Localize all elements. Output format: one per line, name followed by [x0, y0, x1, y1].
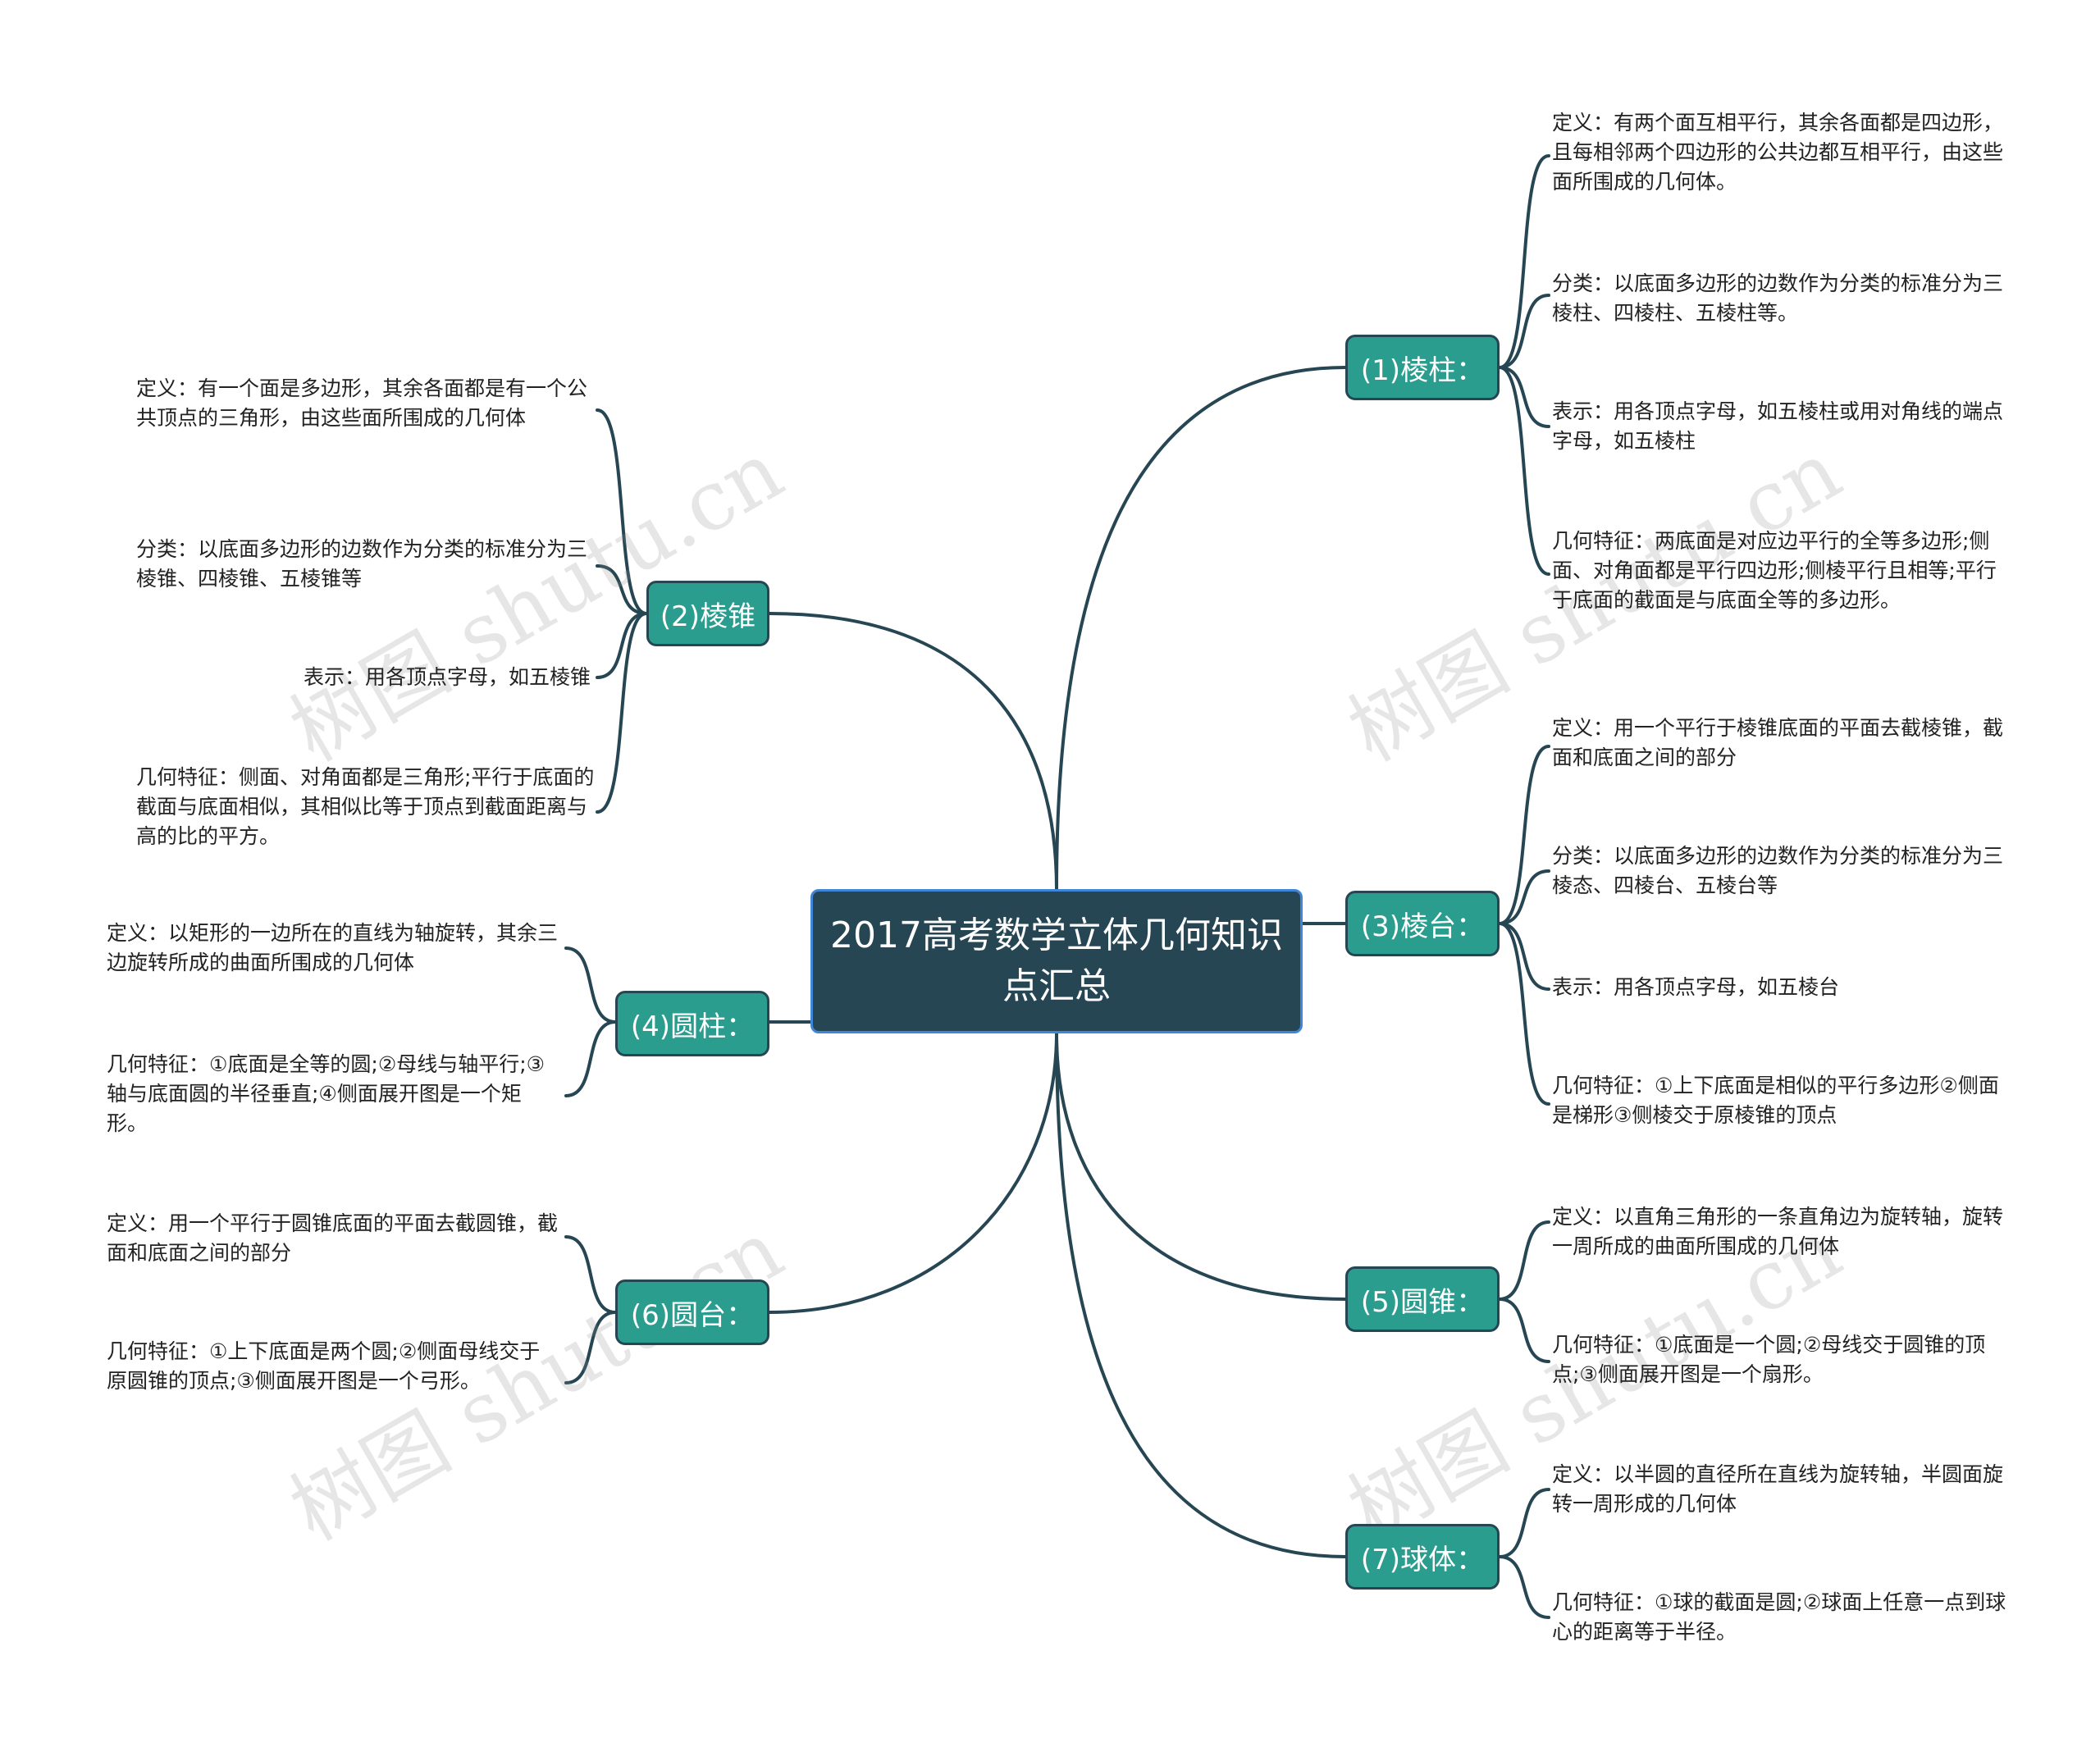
- branch-pyramid[interactable]: (2)棱锥: [646, 581, 769, 646]
- leaf-cone-definition: 定义：以直角三角形的一条直角边为旋转轴，旋转一周所成的曲面所围成的几何体: [1552, 1205, 2004, 1258]
- link-cone-leaf-0: [1498, 1220, 1550, 1301]
- link-cylinder-leaf-0: [564, 946, 617, 1024]
- link-root-sphere: [1055, 1032, 1347, 1558]
- link-frustum-leaf-2: [1498, 922, 1550, 991]
- leaf-cylinder-features: 几何特征：①底面是全等的圆;②母线与轴平行;③轴与底面圆的半径垂直;④侧面展开图…: [107, 1052, 546, 1135]
- leaf-pyramid-features: 几何特征：侧面、对角面都是三角形;平行于底面的截面与底面相似，其相似比等于顶点到…: [136, 765, 595, 848]
- link-prism-leaf-2: [1498, 366, 1550, 428]
- branch-frustum[interactable]: (3)棱台：: [1345, 891, 1500, 956]
- link-frustum-leaf-0: [1498, 745, 1550, 925]
- link-root-pyramid: [768, 612, 1058, 891]
- link-frustum-leaf-3: [1498, 922, 1550, 1106]
- leaf-cylinder-definition: 定义：以矩形的一边所在的直线为轴旋转，其余三边旋转所成的曲面所围成的几何体: [107, 921, 559, 974]
- leaf-sphere-definition: 定义：以半圆的直径所在直线为旋转轴，半圆面旋转一周形成的几何体: [1552, 1462, 2004, 1516]
- link-root-prism: [1055, 366, 1347, 891]
- branch-cone[interactable]: (5)圆锥：: [1345, 1266, 1500, 1332]
- branch-prism-label: (1)棱柱：: [1360, 354, 1485, 387]
- link-pyramid-leaf-0: [596, 408, 648, 615]
- branch-sphere[interactable]: (7)球体：: [1345, 1524, 1500, 1590]
- link-sphere-leaf-1: [1498, 1555, 1550, 1619]
- branch-cylinder[interactable]: (4)圆柱：: [615, 991, 769, 1056]
- link-prism-leaf-1: [1498, 294, 1550, 369]
- branch-pyramid-label: (2)棱锥: [660, 600, 756, 633]
- branch-cylinder-label: (4)圆柱：: [630, 1010, 755, 1043]
- link-root-cone-frustum: [768, 1032, 1058, 1314]
- leaf-frustum-features: 几何特征：①上下底面是相似的平行多边形②侧面是梯形③侧棱交于原棱锥的顶点: [1552, 1074, 1999, 1127]
- link-pyramid-leaf-1: [596, 564, 648, 615]
- leaf-frustum-classification: 分类：以底面多边形的边数作为分类的标准分为三棱态、四棱台、五棱台等: [1552, 844, 2004, 897]
- branch-cone-frustum[interactable]: (6)圆台：: [615, 1279, 769, 1345]
- branch-prism[interactable]: (1)棱柱：: [1345, 335, 1500, 400]
- branch-cone-label: (5)圆锥：: [1360, 1285, 1485, 1319]
- leaf-prism-classification: 分类：以底面多边形的边数作为分类的标准分为三棱柱、四棱柱、五棱柱等。: [1552, 271, 2004, 325]
- link-root-cone: [1055, 1032, 1347, 1301]
- leaf-cone-frustum-features: 几何特征：①上下底面是两个圆;②侧面母线交于原圆锥的顶点;③侧面展开图是一个弓形…: [107, 1339, 541, 1393]
- leaf-prism-definition: 定义：有两个面互相平行，其余各面都是四边形，且每相邻两个四边形的公共边都互相平行…: [1552, 111, 2004, 194]
- link-frustum-leaf-1: [1498, 869, 1550, 925]
- branch-cone-frustum-label: (6)圆台：: [630, 1298, 755, 1332]
- leaf-prism-features: 几何特征：两底面是对应边平行的全等多边形;侧面、对角面都是平行四边形;侧棱平行且…: [1552, 529, 1997, 612]
- link-cone-leaf-1: [1498, 1298, 1550, 1363]
- leaf-pyramid-notation: 表示：用各顶点字母，如五棱锥: [303, 665, 591, 689]
- root-topic[interactable]: 2017高考数学立体几何知识点汇总: [810, 889, 1303, 1033]
- leaf-prism-notation: 表示：用各顶点字母，如五棱柱或用对角线的端点字母，如五棱柱: [1552, 399, 2004, 453]
- leaf-sphere-features: 几何特征：①球的截面是圆;②球面上任意一点到球心的距离等于半径。: [1552, 1590, 2006, 1644]
- leaf-frustum-definition: 定义：用一个平行于棱锥底面的平面去截棱锥，截面和底面之间的部分: [1552, 716, 2004, 769]
- link-pyramid-leaf-3: [596, 612, 648, 814]
- link-cone-frustum-leaf-1: [564, 1311, 617, 1384]
- link-prism-leaf-3: [1498, 366, 1550, 576]
- leaf-frustum-notation: 表示：用各顶点字母，如五棱台: [1552, 975, 1840, 999]
- link-prism-leaf-0: [1498, 154, 1550, 369]
- leaf-pyramid-definition: 定义：有一个面是多边形，其余各面都是有一个公共顶点的三角形，由这些面所围成的几何…: [136, 376, 588, 430]
- link-sphere-leaf-0: [1498, 1488, 1550, 1558]
- branch-frustum-label: (3)棱台：: [1360, 910, 1485, 943]
- link-cone-frustum-leaf-0: [564, 1235, 617, 1314]
- leaf-cone-frustum-definition: 定义：用一个平行于圆锥底面的平面去截圆锥，截面和底面之间的部分: [107, 1211, 559, 1265]
- root-title: 2017高考数学立体几何知识点汇总: [830, 915, 1283, 1007]
- link-pyramid-leaf-2: [596, 612, 648, 679]
- link-cylinder-leaf-1: [564, 1020, 617, 1097]
- leaf-pyramid-classification: 分类：以底面多边形的边数作为分类的标准分为三棱锥、四棱锥、五棱锥等: [136, 537, 588, 591]
- branch-sphere-label: (7)球体：: [1360, 1543, 1485, 1576]
- leaf-cone-features: 几何特征：①底面是一个圆;②母线交于圆锥的顶点;③侧面展开图是一个扇形。: [1552, 1333, 1986, 1386]
